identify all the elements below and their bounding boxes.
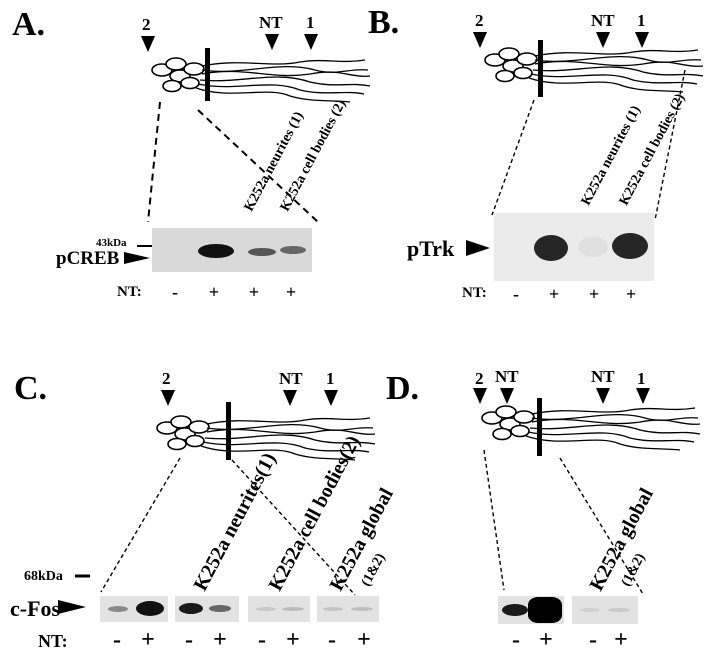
sign-d-4: + (614, 627, 628, 653)
pcreb-pointer (124, 252, 150, 264)
band-cfos-4 (209, 605, 231, 612)
blot-ptrk (494, 213, 654, 281)
band-pcreb-4 (280, 246, 306, 254)
neuron-diagram-a (141, 34, 371, 223)
nt-label-b: NT: (462, 285, 487, 301)
sign-a-1: - (172, 282, 178, 302)
arrow-label-d-1: 1 (637, 369, 646, 388)
sign-c-3: - (185, 627, 193, 653)
band-cfos-6 (282, 607, 304, 611)
blot-cfos-global (317, 596, 379, 622)
band-cfos-d-2 (528, 597, 562, 623)
band-cfos-8 (351, 607, 373, 611)
arrow-label-c-nt: NT (279, 369, 303, 388)
sign-c-8: + (357, 627, 371, 653)
band-cfos-2 (136, 601, 164, 616)
neuron-diagram-d (473, 388, 701, 595)
band-ptrk-3 (578, 237, 608, 257)
blot-cfos-neurites (175, 596, 239, 622)
sign-b-1: - (513, 284, 519, 304)
band-cfos-1 (108, 606, 128, 612)
panel-label-a: A. (12, 6, 46, 43)
band-ptrk-4 (612, 233, 648, 259)
cfos-pointer (58, 600, 86, 614)
protein-label-pcreb: pCREB (56, 248, 120, 269)
arrow-label-c-1: 1 (326, 369, 335, 388)
marker-label-a: 43kDa (96, 237, 127, 249)
arrow-label-c-2: 2 (162, 369, 171, 388)
sign-d-3: - (589, 627, 597, 653)
protein-label-ptrk: pTrk (407, 236, 455, 261)
protein-label-cfos: c-Fos (10, 596, 61, 621)
arrow-label-a-1: 1 (306, 13, 315, 32)
arrow-label-d-nt2: NT (591, 367, 615, 386)
sign-d-1: - (512, 627, 520, 653)
band-pcreb-3 (248, 248, 276, 256)
sign-b-3: + (588, 284, 600, 304)
sign-b-2: + (548, 284, 560, 304)
band-cfos-d-3 (580, 608, 600, 612)
band-cfos-d-4 (608, 608, 630, 612)
blot-pcreb (152, 228, 312, 272)
sign-a-3: + (248, 282, 260, 302)
band-cfos-3 (179, 603, 203, 614)
marker-label-c: 68kDa (24, 569, 63, 584)
panel-label-c: C. (14, 370, 48, 407)
blot-cfos-control (100, 596, 168, 622)
nt-label-c: NT: (38, 631, 68, 651)
panel-label-b: B. (368, 4, 400, 41)
arrow-label-b-nt: NT (591, 11, 615, 30)
band-cfos-5 (256, 607, 276, 611)
arrow-label-d-2: 2 (475, 369, 484, 388)
arrow-label-b-2: 2 (475, 11, 484, 30)
nt-label-a: NT: (117, 284, 142, 300)
panel-label-d: D. (386, 370, 420, 407)
sign-a-2: + (208, 282, 220, 302)
sign-c-6: + (286, 627, 300, 653)
blot-cfos-cellbodies (248, 596, 310, 622)
ptrk-pointer (466, 240, 490, 256)
sign-c-1: - (113, 627, 121, 653)
sign-b-4: + (625, 284, 637, 304)
arrow-label-d-nt1: NT (495, 367, 519, 386)
sign-c-4: + (213, 627, 227, 653)
arrow-label-b-1: 1 (637, 11, 646, 30)
sign-c-2: + (141, 627, 155, 653)
sign-c-5: - (258, 627, 266, 653)
sign-c-7: - (328, 627, 336, 653)
blot-cfos-d-control (498, 596, 564, 624)
band-cfos-7 (323, 607, 343, 611)
sign-d-2: + (539, 627, 553, 653)
blot-cfos-d-global (572, 596, 638, 624)
sign-a-4: + (285, 282, 297, 302)
neuron-diagram-c (100, 390, 376, 596)
neuron-diagram-b (473, 32, 704, 221)
band-pcreb-2 (198, 244, 234, 258)
band-ptrk-2 (534, 235, 568, 261)
arrow-label-a-2: 2 (142, 15, 151, 34)
band-cfos-d-1 (502, 604, 528, 616)
arrow-label-a-nt: NT (259, 13, 283, 32)
